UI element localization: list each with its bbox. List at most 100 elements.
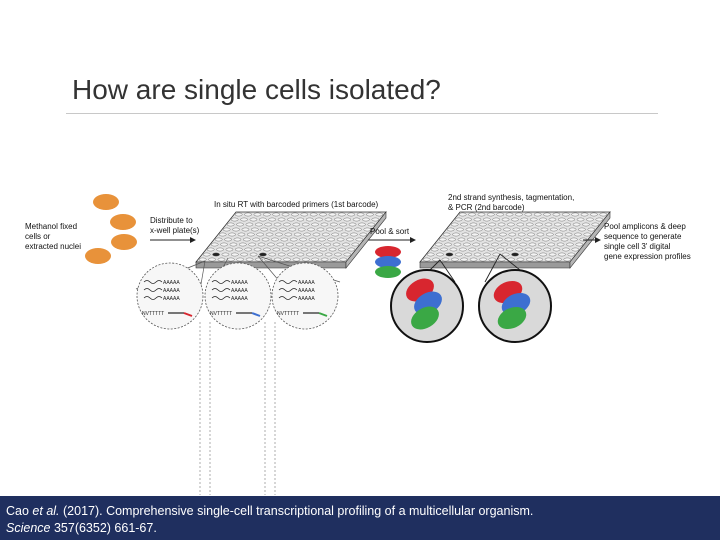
distribute-label: Distribute to x-well plate(s) (150, 216, 200, 235)
well (431, 248, 438, 251)
well (481, 233, 488, 236)
well (552, 238, 559, 241)
well (497, 248, 504, 251)
well (225, 238, 232, 241)
well (290, 238, 297, 241)
well (241, 218, 248, 221)
well (534, 213, 541, 216)
well (558, 253, 565, 256)
well (546, 233, 553, 236)
well (443, 233, 450, 236)
well (494, 228, 501, 231)
well (577, 218, 584, 221)
pool-amplicons-label: Pool amplicons & deep sequence to genera… (604, 222, 691, 261)
well (242, 228, 249, 231)
well (520, 243, 527, 246)
well (330, 223, 337, 226)
well (249, 243, 256, 246)
well (524, 238, 531, 241)
well (498, 258, 505, 261)
well (495, 238, 502, 241)
well (533, 238, 540, 241)
well (469, 248, 476, 251)
well (358, 223, 365, 226)
well (558, 218, 565, 221)
well (521, 253, 528, 256)
well (576, 243, 583, 246)
well (469, 213, 476, 216)
well (489, 223, 496, 226)
well (490, 233, 497, 236)
well (332, 233, 339, 236)
citation-line-1: Cao et al. (2017). Comprehensive single-… (6, 502, 533, 520)
well (261, 228, 268, 231)
well (345, 228, 352, 231)
well (313, 233, 320, 236)
well (517, 223, 524, 226)
well (592, 223, 599, 226)
well (318, 238, 325, 241)
polya-tail: AAAAA (231, 296, 248, 302)
well (471, 233, 478, 236)
well (337, 238, 344, 241)
well (199, 258, 206, 261)
well (506, 213, 513, 216)
well (340, 223, 347, 226)
well (316, 253, 323, 256)
cell (110, 214, 136, 230)
well (288, 253, 295, 256)
cell (111, 234, 137, 250)
well (227, 223, 234, 226)
well (302, 258, 309, 261)
well (269, 218, 276, 221)
well (342, 243, 349, 246)
pooled-cells-stack (375, 246, 401, 278)
polya-tail: AAAAA (298, 296, 315, 302)
well (596, 218, 603, 221)
well (255, 223, 262, 226)
well (282, 213, 289, 216)
well (207, 248, 214, 251)
well (573, 223, 580, 226)
well (226, 248, 233, 251)
well (215, 238, 222, 241)
well (310, 213, 317, 216)
well (362, 218, 369, 221)
well (325, 218, 332, 221)
well (273, 213, 280, 216)
pool-sort-label: Pool & sort (370, 227, 410, 236)
sorted-well-circle-1 (391, 270, 463, 342)
well (328, 238, 335, 241)
polya-tail: AAAAA (163, 288, 180, 294)
well (314, 243, 321, 246)
well (449, 238, 456, 241)
well (258, 243, 265, 246)
well (461, 223, 468, 226)
well (278, 253, 285, 256)
well (517, 258, 524, 261)
well (423, 258, 430, 261)
fixed-cells-group (85, 194, 137, 264)
well (545, 223, 552, 226)
polya-tail: AAAAA (231, 288, 248, 294)
well (502, 218, 509, 221)
selected-well (259, 253, 266, 256)
citation-rest-2: 357(6352) 661-67. (50, 521, 156, 535)
well (230, 243, 237, 246)
well (356, 238, 363, 241)
citation-footer: Cao et al. (2017). Comprehensive single-… (0, 496, 720, 540)
well (253, 238, 260, 241)
well (553, 213, 560, 216)
well (349, 223, 356, 226)
well (568, 253, 575, 256)
well (478, 213, 485, 216)
well (285, 233, 292, 236)
well (352, 243, 359, 246)
polya-tail: AAAAA (163, 280, 180, 286)
well (329, 248, 336, 251)
well (293, 258, 300, 261)
well (241, 253, 248, 256)
citation-rest-1: (2017). Comprehensive single-cell transc… (60, 504, 534, 518)
sorted-well-circle-2 (479, 270, 551, 342)
